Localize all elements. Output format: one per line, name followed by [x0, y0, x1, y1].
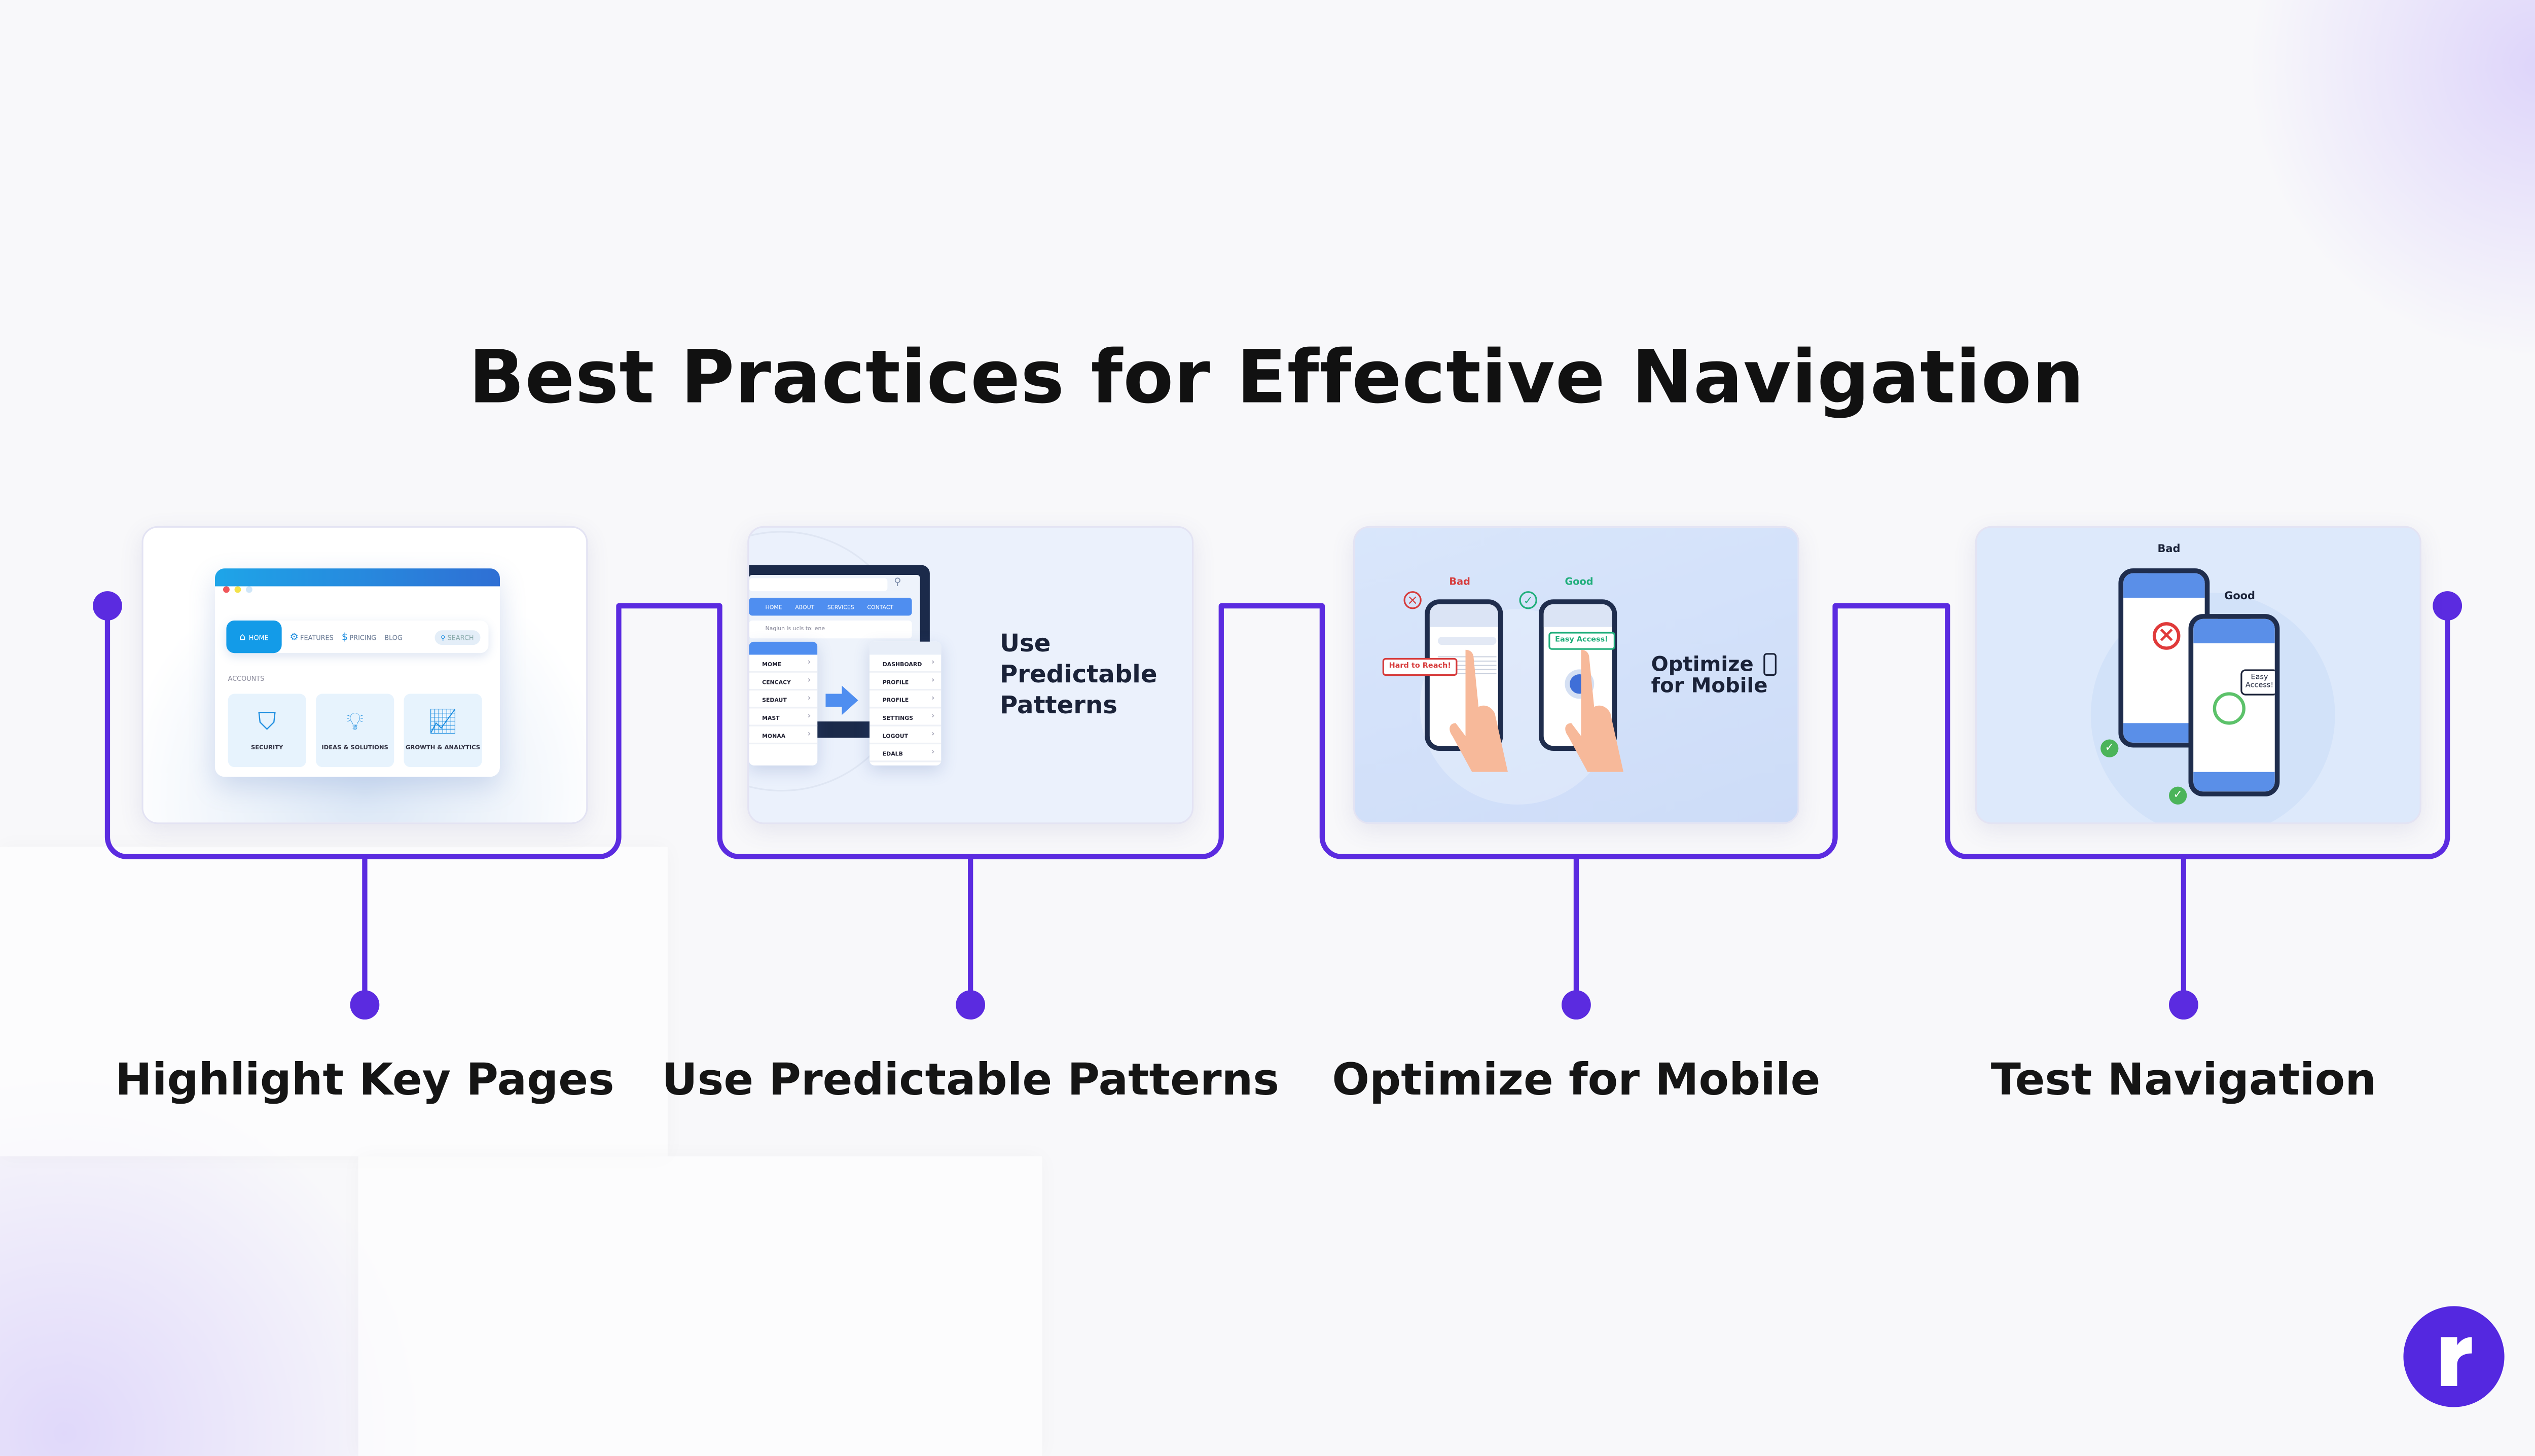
hard-to-reach-tag: Hard to Reach!: [1382, 658, 1458, 676]
check-icon: ✓: [2168, 786, 2187, 805]
background-panel: [0, 847, 668, 1156]
growth-chart-icon: 📈︎: [427, 707, 459, 737]
right-menu-panel: DASHBOARD PROFILE PROFILE SETTINGS LOGOU…: [870, 641, 941, 766]
tile-growth: 📈︎ GROWTH & ANALYTICS: [404, 694, 482, 768]
heading-line: Patterns: [999, 690, 1117, 720]
check-icon: ✓: [2101, 739, 2119, 757]
heading-line: Use: [999, 629, 1051, 658]
bad-label: Bad: [2157, 542, 2181, 556]
menu-item: MAST: [749, 708, 818, 726]
heading-line: Optimize: [1651, 651, 1754, 676]
step-label: Test Navigation: [1990, 1055, 2376, 1106]
section-label: ACCOUNTS: [228, 674, 265, 683]
menu-item: CENCACY: [749, 673, 818, 691]
panel-header: [870, 641, 941, 655]
panel-header: [749, 641, 818, 655]
shield-icon: ⛉: [258, 707, 276, 737]
timeline-path: [104, 603, 2450, 859]
logo-r-icon: [2441, 1337, 2472, 1386]
timeline-end-dot: [2433, 591, 2462, 621]
check-circle-icon: ✓: [1519, 591, 1537, 609]
card-highlight-key-pages: ⌂HOME ⚙FEATURES $PRICING BLOG ⚲ SEARCH A…: [141, 526, 588, 824]
dollar-icon: $: [341, 631, 348, 643]
search-icon: ⚲: [441, 633, 446, 641]
phone-good: Easy Access!: [2188, 614, 2280, 796]
search-icon: ⚲: [894, 576, 901, 588]
menu-item: MOME: [749, 654, 818, 673]
bubble-line: Easy: [2251, 674, 2268, 683]
nav-search-label: SEARCH: [447, 633, 474, 641]
page-title: Best Practices for Effective Navigation: [468, 334, 2085, 420]
timeline-start-dot: [93, 591, 122, 621]
tile-label: GROWTH & ANALYTICS: [405, 744, 481, 751]
x-icon: ×: [2152, 622, 2181, 650]
step-label: Use Predictable Patterns: [662, 1055, 1280, 1106]
nav-pricing: PRICING: [349, 633, 377, 641]
brand-logo: [2403, 1306, 2505, 1407]
bad-label: Bad: [1449, 576, 1470, 588]
lightbulb-icon: 💡︎: [346, 707, 364, 737]
nav-blog: BLOG: [384, 633, 403, 641]
menu-item: PROFILE: [870, 673, 941, 691]
gear-icon: ⚙: [289, 631, 299, 643]
card-heading: Use Predictable Patterns: [1000, 629, 1157, 721]
tile-label: SECURITY: [250, 744, 283, 751]
nav-home-label: HOME: [248, 633, 269, 641]
nav-item: CONTACT: [867, 603, 894, 610]
menu-target: [2213, 692, 2246, 725]
stem-dot: [956, 990, 986, 1020]
nav-item: ABOUT: [795, 603, 815, 610]
bubble-line: Access!: [2245, 682, 2274, 691]
browser-mockup: ⌂HOME ⚙FEATURES $PRICING BLOG ⚲ SEARCH A…: [214, 568, 500, 777]
nav-bar: ⌂HOME ⚙FEATURES $PRICING BLOG ⚲ SEARCH: [226, 620, 489, 653]
menu-item: MONAA: [749, 726, 818, 745]
arrow-right-icon: [825, 685, 858, 715]
tile-label: IDEAS & SOLUTIONS: [321, 744, 388, 751]
nav-features: FEATURES: [300, 633, 334, 641]
mobile-phone-icon: [1763, 653, 1777, 676]
x-circle-icon: ×: [1403, 591, 1422, 609]
pointing-hands: [1450, 649, 1624, 772]
card-optimize-mobile: Bad Good × ✓ Hard to Reach! Easy Access!…: [1353, 526, 1799, 824]
nav-home: ⌂HOME: [226, 620, 282, 653]
heading-line: for Mobile: [1651, 672, 1768, 697]
easy-access-tag: Easy Access!: [1548, 632, 1615, 650]
text-input: Nagiun ls ucls to: ene: [749, 620, 912, 639]
nav-search: ⚲ SEARCH: [434, 629, 481, 644]
menu-item: DASHBOARD: [870, 654, 941, 673]
menu-item: PROFILE: [870, 690, 941, 709]
stem-dot: [1562, 990, 1591, 1020]
step-label: Optimize for Mobile: [1332, 1055, 1821, 1106]
home-icon: ⌂: [239, 631, 246, 643]
background-panel: [358, 1156, 1042, 1456]
nav-item: HOME: [765, 603, 782, 610]
nav-bar: HOME ABOUT SERVICES CONTACT: [749, 597, 912, 616]
card-heading: Optimize for Mobile: [1651, 653, 1768, 696]
stem-dot: [350, 990, 380, 1020]
stem-dot: [2168, 990, 2198, 1020]
browser-titlebar: [214, 568, 500, 593]
tile-security: ⛉ SECURITY: [228, 694, 306, 768]
easy-access-bubble: Easy Access!: [2240, 669, 2275, 696]
search-bar: [749, 578, 888, 592]
card-test-navigation: Bad Good × Easy Access! ✓ ✓: [1975, 526, 2421, 824]
menu-item: LOGOUT: [870, 726, 941, 745]
good-label: Good: [2224, 589, 2255, 603]
left-menu-panel: MOME CENCACY SEDAUT MAST MONAA: [749, 641, 818, 766]
nav-item: SERVICES: [827, 603, 854, 610]
menu-item: SETTINGS: [870, 708, 941, 726]
good-label: Good: [1565, 576, 1594, 588]
tile-ideas: 💡︎ IDEAS & SOLUTIONS: [316, 694, 394, 768]
menu-item: EDALB: [870, 744, 941, 762]
card-predictable-patterns: ⚲ HOME ABOUT SERVICES CONTACT Nagiun ls …: [747, 526, 1194, 824]
step-label: Highlight Key Pages: [115, 1055, 614, 1106]
menu-item: SEDAUT: [749, 690, 818, 709]
heading-line: Predictable: [999, 660, 1157, 689]
